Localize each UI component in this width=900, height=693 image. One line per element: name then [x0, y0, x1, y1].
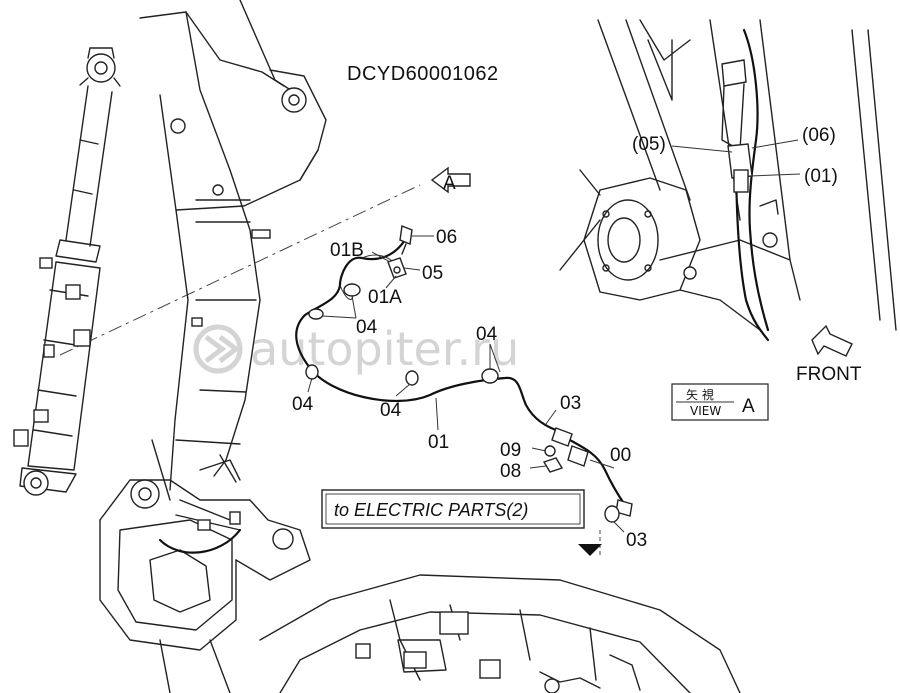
watermark-text: autopiter.ru [250, 322, 519, 376]
drawing-code: DCYD60001062 [347, 63, 499, 85]
swing-bracket [99, 459, 311, 693]
front-label: FRONT [796, 364, 862, 385]
view-box-kanji: 矢 視 [686, 387, 714, 402]
callout-04-right: 04 [476, 324, 498, 345]
callout-08: 08 [500, 461, 521, 482]
callout-03-mid: 03 [560, 393, 581, 414]
callout-01b: 01B [330, 240, 364, 261]
callout-06: 06 [436, 227, 457, 248]
callout-00: 00 [610, 445, 631, 466]
callout-paren-06: (06) [802, 125, 836, 146]
callout-03-bottom: 03 [626, 530, 647, 551]
view-arrow-icon [430, 166, 471, 194]
upper-frame [259, 574, 741, 693]
electric-parts-link[interactable]: to ELECTRIC PARTS(2) [321, 489, 585, 529]
view-box-letter: A [742, 396, 755, 417]
callout-leaders [307, 235, 625, 533]
wire-harness [295, 225, 633, 555]
banner-pointer-icon [578, 544, 602, 556]
callout-paren-01: (01) [804, 166, 838, 187]
view-arrow-label: A [443, 173, 456, 194]
watermark-logo-icon [193, 324, 243, 374]
callout-09: 09 [500, 440, 521, 461]
callout-01a: 01A [368, 287, 402, 308]
view-box-label: VIEW [690, 404, 721, 418]
section-guide-line [59, 184, 421, 356]
callout-05: 05 [422, 263, 443, 284]
boom-arm [139, 0, 327, 501]
callout-04-left: 04 [292, 394, 314, 415]
callout-04-top: 04 [356, 317, 378, 338]
electric-parts-link-label: to ELECTRIC PARTS(2) [334, 500, 528, 520]
view-a-detail [559, 19, 897, 342]
callout-04-mid: 04 [380, 400, 402, 421]
view-a-box: 矢 視 VIEW A [671, 383, 769, 421]
callout-paren-05: (05) [632, 134, 666, 155]
callout-01: 01 [428, 432, 449, 453]
front-arrow-icon [811, 324, 853, 357]
boom-cylinder [13, 47, 121, 496]
